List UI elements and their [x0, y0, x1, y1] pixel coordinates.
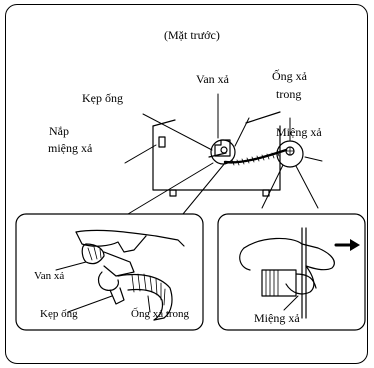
inner-hose-label-1: Ống xả: [272, 69, 307, 83]
detail-outlet-label: Miệng xả: [254, 311, 300, 325]
detail-inner-hose-label: Ống xả trong: [131, 308, 190, 320]
drain-cap-left: [158, 136, 166, 148]
detail-box-left: [15, 213, 204, 331]
diagram-frame: [5, 4, 368, 364]
inner-hose-label-2: trong: [276, 87, 302, 101]
drain-valve-label: Van xả: [196, 72, 229, 86]
hose-clamp-label: Kẹp ống: [82, 91, 123, 105]
detail-left-drawing: [55, 229, 185, 321]
detail-box-right: [217, 213, 366, 331]
arrow-right-icon: [350, 239, 360, 251]
leader-lines: [124, 93, 323, 215]
detail-right-drawing: [239, 227, 335, 319]
drain-hose-ribs: [231, 150, 280, 166]
outlet-callout: [276, 140, 304, 168]
drain-hose-main: [223, 148, 288, 164]
outlet-label: Miệng xả: [276, 125, 322, 139]
valve-callout: [208, 139, 236, 165]
detail-hose-clamp-label: Kẹp ống: [40, 308, 78, 320]
detail-drain-valve-label: Van xả: [34, 270, 65, 282]
view-label: (Mặt trước): [164, 28, 220, 42]
drain-cap-label-1: Nắp: [49, 124, 69, 138]
main-unit: [152, 111, 281, 197]
drain-cap-label-2: miệng xả: [48, 141, 93, 155]
